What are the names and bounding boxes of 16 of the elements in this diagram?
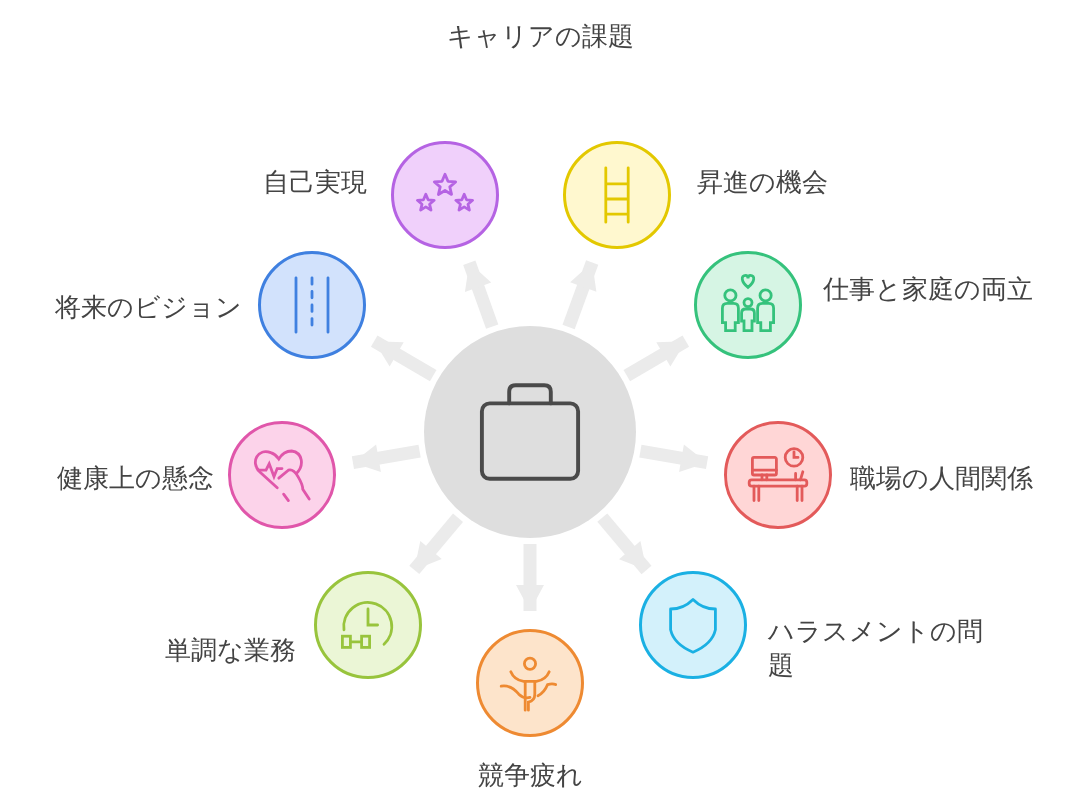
arrow bbox=[409, 513, 463, 575]
arrow bbox=[623, 335, 690, 382]
topic-label: 健康上の懸念 bbox=[56, 462, 214, 495]
arrow bbox=[562, 260, 599, 330]
title: キャリアの課題 bbox=[445, 20, 635, 53]
arrow bbox=[370, 335, 437, 382]
topic-label: 将来のビジョン bbox=[54, 291, 242, 324]
arrow bbox=[597, 513, 652, 575]
arrow bbox=[463, 260, 499, 329]
topic-label: ハラスメントの問題 bbox=[768, 615, 983, 682]
topic-label: 競争疲れ bbox=[476, 759, 584, 792]
topic-label: 職場の人間関係 bbox=[850, 462, 1034, 495]
topic-label: 昇進の機会 bbox=[697, 166, 829, 199]
topic-label: 仕事と家庭の両立 bbox=[823, 273, 1034, 306]
topic-label: 単調な業務 bbox=[164, 634, 296, 667]
topic-label: 自己実現 bbox=[262, 166, 367, 199]
